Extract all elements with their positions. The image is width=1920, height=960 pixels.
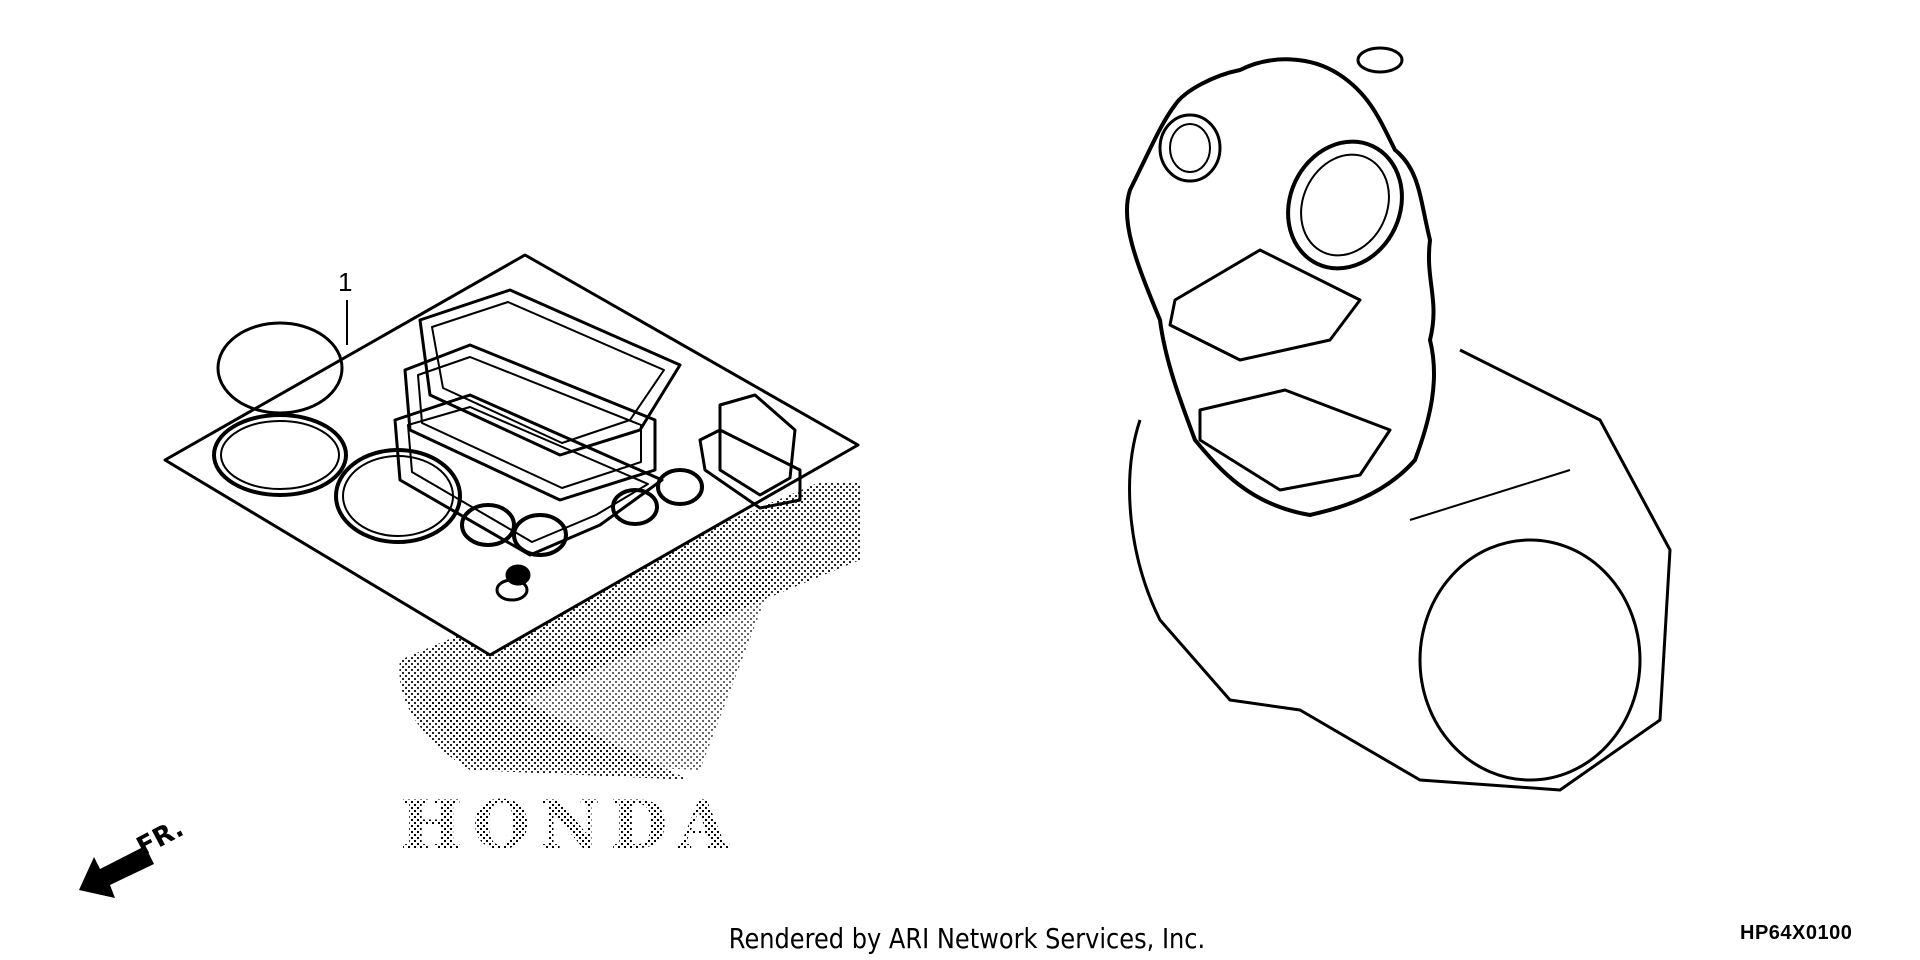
engine-illustration <box>1124 46 1672 792</box>
honda-wing-logo-icon: HONDA <box>399 482 860 864</box>
diagram-id: HP64X0100 <box>1740 922 1853 944</box>
arrow-down-left-icon <box>79 846 154 898</box>
svg-text:HONDA: HONDA <box>400 786 739 864</box>
callout-1[interactable]: 1 <box>338 267 353 297</box>
footer-credit: Rendered by ARI Network Services, Inc. <box>728 922 1206 955</box>
gasket-kit-illustration <box>163 253 860 657</box>
